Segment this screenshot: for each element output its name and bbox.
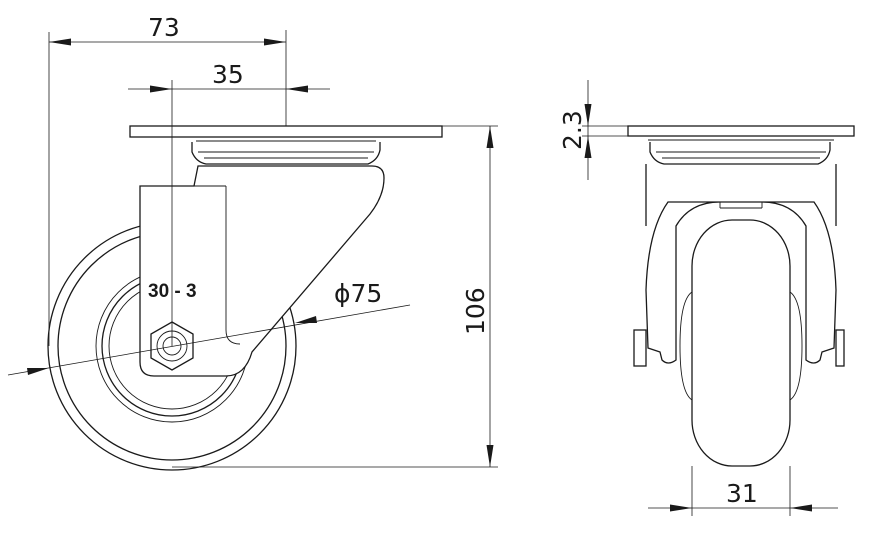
front-wheel — [691, 219, 791, 467]
dim-plate-thickness: 2.3 — [558, 80, 628, 180]
front-view — [627, 125, 855, 467]
dim-diameter: ϕ75 — [7, 279, 411, 376]
dim-height: 106 — [172, 125, 498, 468]
dim-2-3-text: 2.3 — [558, 110, 587, 150]
side-top-plate — [129, 125, 443, 138]
dim-wheel-width: 31 — [648, 466, 838, 516]
dim-75-text: ϕ75 — [334, 279, 382, 308]
dim-offset: 35 — [128, 60, 330, 346]
dim-31-text: 31 — [726, 479, 758, 508]
dim-106-text: 106 — [461, 287, 490, 335]
dim-73-text: 73 — [148, 13, 180, 42]
dim-overall-width: 73 — [48, 13, 287, 346]
dim-35-text: 35 — [212, 60, 244, 89]
side-bearing — [191, 142, 381, 165]
side-fork — [139, 165, 385, 377]
front-top-plate — [627, 125, 855, 137]
side-view: 30 - 3 — [47, 125, 443, 471]
